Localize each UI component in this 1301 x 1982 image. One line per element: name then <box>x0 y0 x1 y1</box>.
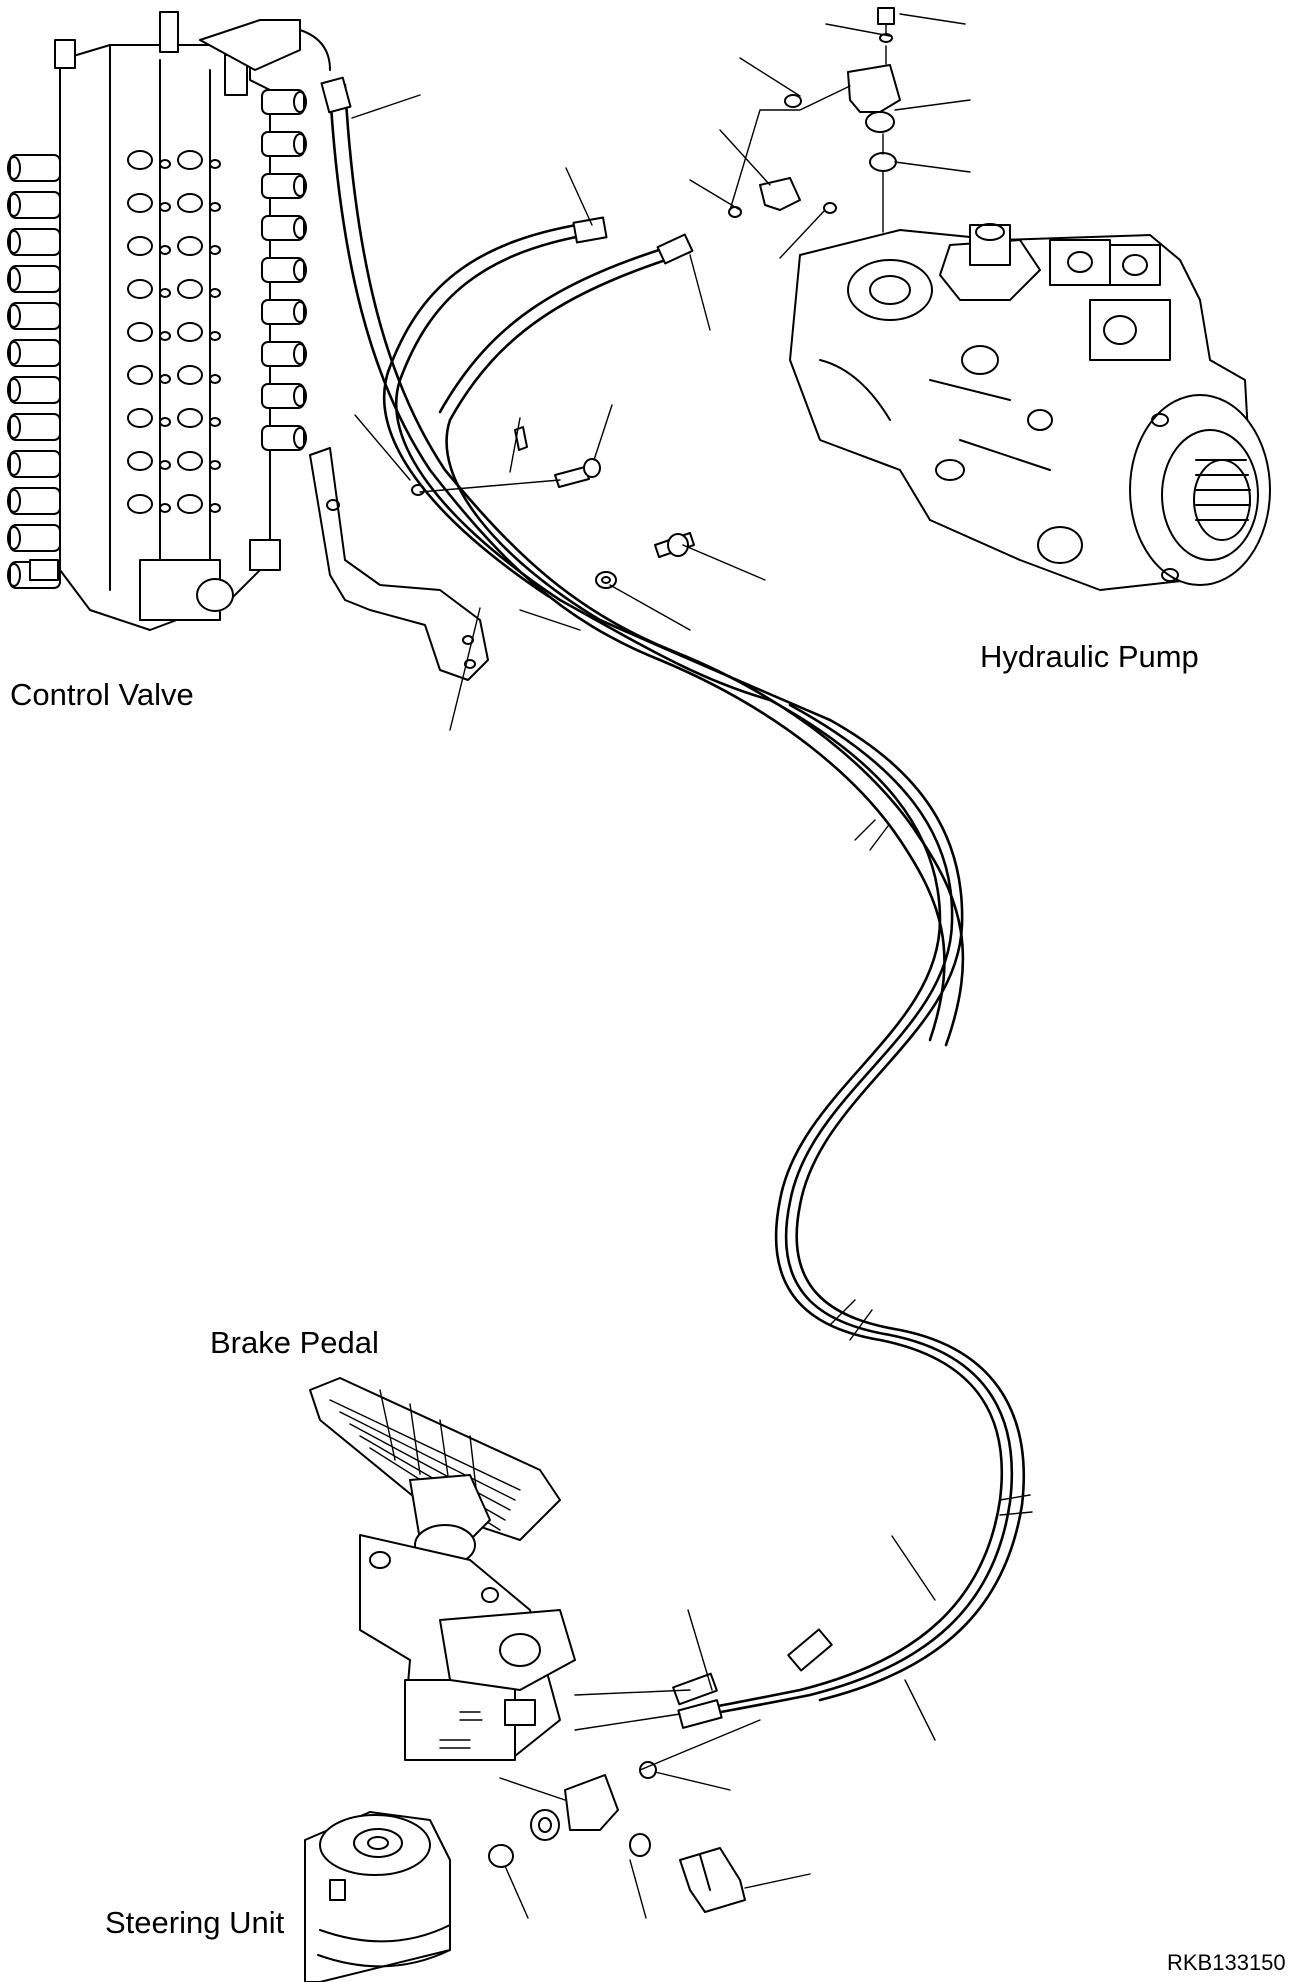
control-valve-label: Control Valve <box>10 677 194 712</box>
hose-bracket <box>309 447 489 681</box>
brake-pedal-drawing <box>309 1377 576 1761</box>
brake-pedal-label: Brake Pedal <box>210 1325 379 1360</box>
hose-bundle <box>320 76 1033 1729</box>
drawing-id: RKB133150 <box>1167 1950 1286 1975</box>
tee-fitting-and-pressure-switch <box>488 1761 746 1913</box>
leader-lines <box>351 13 971 1919</box>
pump-elbow-fitting <box>728 7 901 233</box>
steering-unit-drawing <box>304 1811 451 1982</box>
hydraulic-pump-label: Hydraulic Pump <box>980 639 1199 674</box>
steering-unit-label: Steering Unit <box>105 1905 285 1940</box>
hydraulic-pump-drawing <box>789 223 1271 591</box>
bolts-and-washers <box>514 426 695 589</box>
control-valve-drawing <box>7 11 331 631</box>
